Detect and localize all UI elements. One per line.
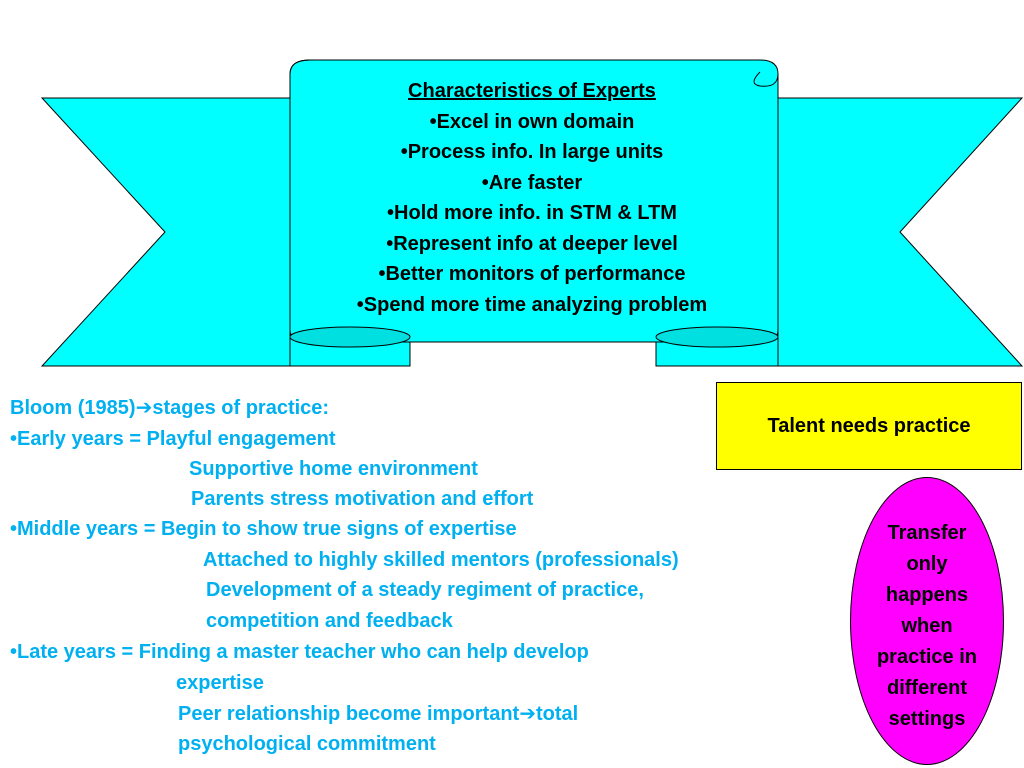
bloom-line: psychological commitment: [178, 733, 436, 755]
experts-item: •Spend more time analyzing problem: [356, 293, 708, 316]
experts-characteristics: Characteristics of Experts •Excel in own…: [300, 76, 764, 320]
experts-item: •Represent info at deeper level: [386, 232, 678, 255]
bloom-line: Peer relationship become important➔total: [178, 703, 579, 725]
transfer-line: when: [901, 615, 953, 637]
bloom-line: Supportive home environment: [189, 458, 478, 480]
transfer-line: only: [906, 553, 948, 575]
arrow-right-icon: ➔: [519, 703, 536, 725]
scroll-right-curl: [655, 326, 779, 348]
experts-item: •Hold more info. in STM & LTM: [387, 202, 677, 224]
arrow-right-icon: ➔: [135, 397, 153, 419]
transfer-oval-text: Transfer only happens when practice in d…: [850, 518, 1004, 735]
talent-box-text: Talent needs practice: [767, 414, 971, 437]
experts-item: •Process info. In large units: [400, 141, 664, 163]
experts-item: •Better monitors of performance: [378, 263, 686, 285]
bloom-heading: Bloom (1985)➔stages of practice:: [10, 397, 330, 419]
bloom-line: •Late years = Finding a master teacher w…: [10, 641, 589, 663]
transfer-line: happens: [885, 584, 969, 606]
experts-item: •Are faster: [481, 171, 583, 194]
talent-needs-practice-box: Talent needs practice: [716, 382, 1022, 470]
bloom-line: competition and feedback: [206, 610, 453, 632]
bloom-line: expertise: [176, 672, 264, 694]
scroll-left-curl: [289, 326, 411, 348]
ribbon-left-tail: [40, 97, 291, 367]
experts-item: •Excel in own domain: [429, 110, 635, 133]
transfer-line: different: [887, 677, 967, 699]
experts-title: Characteristics of Experts: [408, 80, 656, 102]
ribbon-right-tail: [777, 97, 1024, 367]
bloom-line: Development of a steady regiment of prac…: [206, 579, 644, 601]
bloom-line: •Early years = Playful engagement: [10, 428, 336, 450]
bloom-line: Attached to highly skilled mentors (prof…: [203, 549, 679, 571]
bloom-line: •Middle years = Begin to show true signs…: [10, 518, 517, 540]
bloom-line: Parents stress motivation and effort: [191, 488, 534, 510]
ribbon-banner: [40, 59, 1024, 367]
scroll-top-right-curl: [753, 71, 779, 87]
transfer-line: practice in: [876, 646, 978, 668]
scroll-top-left-curl: [289, 59, 311, 75]
transfer-line: Transfer: [887, 522, 967, 544]
transfer-line: settings: [888, 708, 966, 730]
transfer-oval: [850, 477, 1004, 765]
